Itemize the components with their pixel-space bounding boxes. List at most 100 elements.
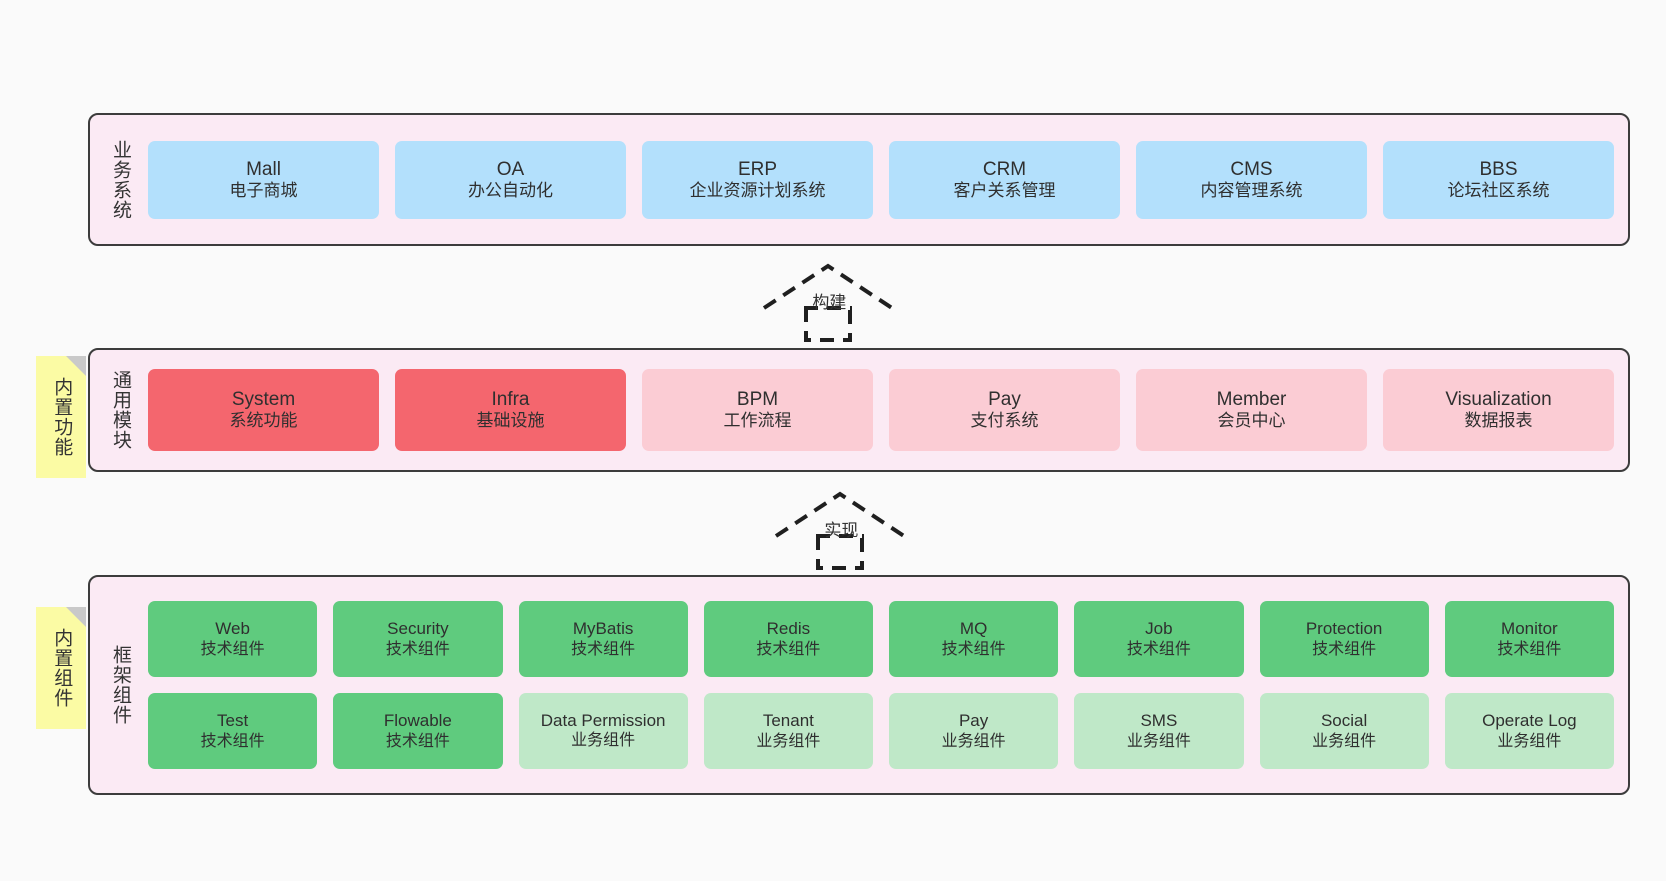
note-label: 内置组件 — [51, 628, 73, 708]
card-job[interactable]: Job 技术组件 — [1074, 601, 1244, 677]
card-title: Social — [1320, 710, 1368, 730]
card-subtitle: 技术组件 — [1312, 640, 1377, 658]
card-subtitle: 办公自动化 — [468, 180, 553, 200]
card-title: Pay — [958, 710, 989, 730]
arrow-head-outline — [774, 491, 906, 538]
layer-body-business-system: Mall 电子商城 OA 办公自动化 ERP 企业资源计划系统 CRM 客户关系… — [140, 115, 1628, 244]
connector-label-implement: 实现 — [824, 521, 859, 540]
card-title: System — [231, 389, 296, 411]
arrow-shaft — [816, 536, 864, 570]
card-member[interactable]: Member 会员中心 — [1136, 369, 1367, 451]
card-subtitle: 技术组件 — [941, 640, 1006, 658]
arrow-shaft — [804, 308, 852, 342]
card-row: Web 技术组件 Security 技术组件 MyBatis 技术组件 Redi… — [148, 601, 1614, 677]
card-subtitle: 工作流程 — [723, 411, 792, 431]
connector-build: 构建 — [760, 262, 896, 342]
card-subtitle: 会员中心 — [1217, 411, 1286, 431]
note-fold-corner-icon — [66, 356, 86, 376]
card-operate-log[interactable]: Operate Log 业务组件 — [1444, 693, 1614, 769]
card-sms[interactable]: SMS 业务组件 — [1074, 693, 1244, 769]
card-title: Pay — [988, 389, 1021, 411]
card-row: Mall 电子商城 OA 办公自动化 ERP 企业资源计划系统 CRM 客户关系… — [148, 140, 1614, 219]
card-redis[interactable]: Redis 技术组件 — [703, 601, 873, 677]
card-cms[interactable]: CMS 内容管理系统 — [1136, 140, 1367, 219]
card-subtitle: 业务组件 — [1126, 732, 1191, 750]
card-test[interactable]: Test 技术组件 — [148, 693, 318, 769]
card-monitor[interactable]: Monitor 技术组件 — [1444, 601, 1614, 677]
card-pay-component[interactable]: Pay 业务组件 — [889, 693, 1059, 769]
note-fold-corner-icon — [66, 607, 86, 627]
card-bpm[interactable]: BPM 工作流程 — [642, 369, 873, 451]
layer-title-framework-component: 框架组件 — [110, 645, 132, 725]
card-subtitle: 论坛社区系统 — [1447, 180, 1550, 200]
card-bbs[interactable]: BBS 论坛社区系统 — [1383, 140, 1614, 219]
card-title: Operate Log — [1482, 710, 1577, 730]
card-title: Member — [1216, 389, 1287, 411]
note-builtin-function: 内置功能 — [36, 356, 86, 478]
card-title: Redis — [766, 618, 811, 638]
card-web[interactable]: Web 技术组件 — [148, 601, 318, 677]
note-builtin-component: 内置组件 — [36, 607, 86, 729]
card-system[interactable]: System 系统功能 — [148, 369, 379, 451]
card-subtitle: 业务组件 — [571, 731, 636, 749]
card-subtitle: 数据报表 — [1464, 411, 1533, 431]
arrow-head-outline — [762, 263, 894, 310]
connector-label-build: 构建 — [812, 293, 847, 312]
card-title: Infra — [491, 389, 530, 411]
card-title: Security — [387, 618, 449, 638]
card-subtitle: 客户关系管理 — [953, 180, 1056, 200]
layer-body-common-module: System 系统功能 Infra 基础设施 BPM 工作流程 Pay 支付系统… — [140, 350, 1628, 470]
card-tenant[interactable]: Tenant 业务组件 — [703, 693, 873, 769]
card-subtitle: 技术组件 — [756, 640, 821, 658]
card-title: Tenant — [762, 710, 814, 730]
card-pay[interactable]: Pay 支付系统 — [889, 369, 1120, 451]
card-visualization[interactable]: Visualization 数据报表 — [1383, 369, 1614, 451]
connector-implement: 实现 — [772, 490, 908, 570]
card-subtitle: 系统功能 — [229, 411, 298, 431]
card-row: Test 技术组件 Flowable 技术组件 Data Permission … — [148, 693, 1614, 769]
layer-title-common-module: 通用模块 — [110, 370, 132, 450]
card-data-permission[interactable]: Data Permission 业务组件 — [518, 693, 688, 769]
layer-framework-component: 框架组件 Web 技术组件 Security 技术组件 MyBatis 技术组件… — [88, 575, 1630, 795]
card-subtitle: 技术组件 — [200, 732, 265, 750]
card-social[interactable]: Social 业务组件 — [1259, 693, 1429, 769]
card-subtitle: 电子商城 — [229, 180, 298, 200]
card-row: System 系统功能 Infra 基础设施 BPM 工作流程 Pay 支付系统… — [148, 369, 1614, 451]
card-title: Test — [217, 710, 249, 730]
card-oa[interactable]: OA 办公自动化 — [395, 140, 626, 219]
card-subtitle: 技术组件 — [385, 732, 450, 750]
card-subtitle: 技术组件 — [385, 640, 450, 658]
note-label: 内置功能 — [51, 377, 73, 457]
card-title: Data Permission — [540, 710, 666, 730]
card-subtitle: 技术组件 — [571, 640, 636, 658]
card-title: MyBatis — [572, 618, 634, 638]
card-mq[interactable]: MQ 技术组件 — [889, 601, 1059, 677]
card-mall[interactable]: Mall 电子商城 — [148, 140, 379, 219]
card-infra[interactable]: Infra 基础设施 — [395, 369, 626, 451]
card-subtitle: 企业资源计划系统 — [689, 180, 826, 200]
card-protection[interactable]: Protection 技术组件 — [1259, 601, 1429, 677]
card-title: CMS — [1230, 158, 1273, 180]
card-title: ERP — [737, 158, 778, 180]
card-subtitle: 基础设施 — [476, 411, 545, 431]
card-title: Monitor — [1501, 618, 1558, 638]
layer-business-system: 业务系统 Mall 电子商城 OA 办公自动化 ERP 企业资源计划系统 CRM… — [88, 113, 1630, 246]
card-subtitle: 业务组件 — [941, 732, 1006, 750]
card-mybatis[interactable]: MyBatis 技术组件 — [518, 601, 688, 677]
card-erp[interactable]: ERP 企业资源计划系统 — [642, 140, 873, 219]
card-title: Visualization — [1445, 389, 1552, 411]
card-title: Web — [215, 618, 250, 638]
card-security[interactable]: Security 技术组件 — [333, 601, 503, 677]
card-subtitle: 业务组件 — [756, 732, 821, 750]
card-flowable[interactable]: Flowable 技术组件 — [333, 693, 503, 769]
card-subtitle: 技术组件 — [200, 640, 265, 658]
card-subtitle: 技术组件 — [1126, 640, 1191, 658]
card-title: OA — [496, 158, 525, 180]
card-subtitle: 内容管理系统 — [1200, 180, 1303, 200]
card-subtitle: 业务组件 — [1497, 732, 1562, 750]
card-title: Job — [1145, 618, 1173, 638]
card-title: Protection — [1305, 618, 1383, 638]
card-subtitle: 业务组件 — [1312, 732, 1377, 750]
card-crm[interactable]: CRM 客户关系管理 — [889, 140, 1120, 219]
